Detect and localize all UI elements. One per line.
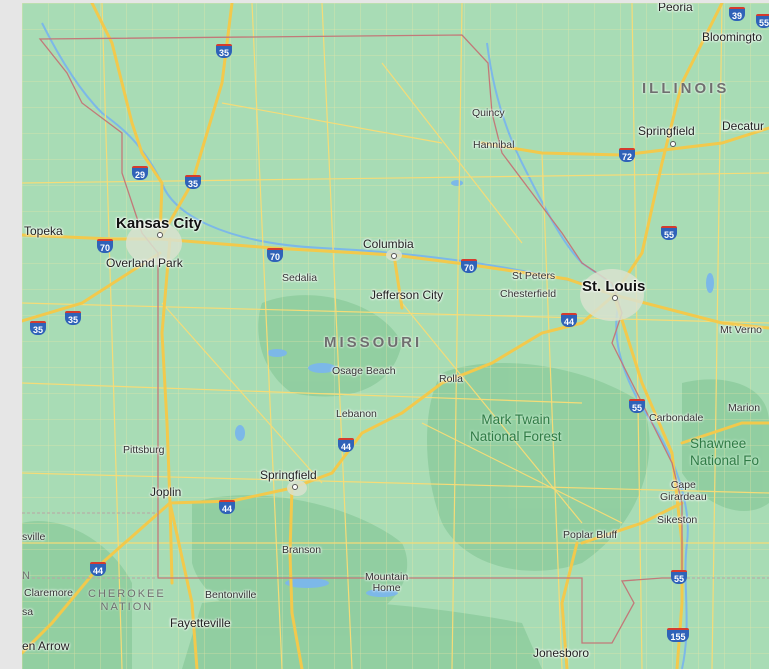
city-label-rolla[interactable]: Rolla <box>439 373 463 385</box>
city-label-jefferson-city[interactable]: Jefferson City <box>370 288 444 302</box>
city-label-springfield-il[interactable]: Springfield <box>638 124 695 138</box>
state-label-edge-n: N <box>22 570 32 582</box>
interstate-shield-i35-kc[interactable]: 35 <box>185 175 201 189</box>
interstate-shield-i55-top[interactable]: 55 <box>756 14 769 28</box>
city-label-sedalia[interactable]: Sedalia <box>282 272 318 284</box>
lakes <box>235 180 714 597</box>
city-label-lebanon[interactable]: Lebanon <box>336 408 377 420</box>
city-label-mountain-home[interactable]: Mountain Home <box>365 571 409 594</box>
interstate-shield-i35-north[interactable]: 35 <box>216 44 232 58</box>
city-dot-springfield-il <box>670 141 676 147</box>
city-dot-kansas-city <box>157 232 163 238</box>
interstate-shield-i35-south-b[interactable]: 35 <box>65 311 81 325</box>
interstate-shield-i29[interactable]: 29 <box>132 166 148 180</box>
forest-label-mark-twain: Mark Twain National Forest <box>470 412 562 444</box>
city-label-springfield-mo[interactable]: Springfield <box>260 468 317 482</box>
interstate-shield-i70-mid[interactable]: 70 <box>267 248 283 262</box>
city-label-cape-girardeau[interactable]: Cape Girardeau <box>660 479 707 503</box>
city-label-bloomington[interactable]: Bloomingto <box>702 30 763 44</box>
interstate-shield-i55-il[interactable]: 55 <box>661 226 677 240</box>
interstate-shield-i44-stl[interactable]: 44 <box>561 313 577 327</box>
interstate-shield-i44-ok[interactable]: 44 <box>90 562 106 576</box>
city-label-hannibal[interactable]: Hannibal <box>473 139 515 151</box>
city-label-peoria[interactable]: Peoria <box>658 3 693 14</box>
interstate-shield-i155[interactable]: 155 <box>667 628 689 642</box>
region-label-cherokee-nation: CHEROKEE NATION <box>88 588 166 613</box>
city-label-overland-park[interactable]: Overland Park <box>106 256 183 270</box>
interstate-shield-i44-lebanon[interactable]: 44 <box>338 438 354 452</box>
forest-label-shawnee: Shawnee National Fo <box>690 436 760 468</box>
city-dot-springfield-mo <box>292 484 298 490</box>
interstate-shield-i70-west[interactable]: 70 <box>97 239 113 253</box>
city-label-joplin[interactable]: Joplin <box>150 485 182 499</box>
city-label-mt-vernon[interactable]: Mt Verno <box>720 324 763 336</box>
interstate-shield-i55-south[interactable]: 55 <box>629 399 645 413</box>
interstate-shield-i55-bootheel[interactable]: 55 <box>671 570 687 584</box>
state-label-missouri: MISSOURI <box>324 334 423 351</box>
city-dot-columbia <box>391 253 397 259</box>
map-canvas[interactable]: MISSOURI ILLINOIS CHEROKEE NATION N Mark… <box>22 3 769 669</box>
interstate-shield-i39[interactable]: 39 <box>729 7 745 21</box>
city-label-jonesboro[interactable]: Jonesboro <box>533 646 590 660</box>
city-label-branson[interactable]: Branson <box>282 544 322 556</box>
city-label-bentonville[interactable]: Bentonville <box>205 589 257 601</box>
city-label-chesterfield[interactable]: Chesterfield <box>500 288 557 300</box>
city-dot-st-louis <box>612 295 618 301</box>
city-label-carbondale[interactable]: Carbondale <box>649 412 704 424</box>
major-roads <box>22 3 769 669</box>
city-label-quincy[interactable]: Quincy <box>472 107 505 119</box>
city-label-st-louis[interactable]: St. Louis <box>582 278 646 295</box>
map-base-layer <box>22 3 769 669</box>
secondary-roads <box>22 3 769 669</box>
interstate-shield-i35-south-a[interactable]: 35 <box>30 321 46 335</box>
interstate-shield-i44-joplin[interactable]: 44 <box>219 500 235 514</box>
city-label-kansas-city[interactable]: Kansas City <box>116 215 202 232</box>
city-label-pittsburg[interactable]: Pittsburg <box>123 444 165 456</box>
interstate-shield-i70-east[interactable]: 70 <box>461 259 477 273</box>
city-label-decatur[interactable]: Decatur <box>722 119 765 133</box>
city-label-edge-sa[interactable]: sa <box>22 606 34 618</box>
city-label-marion[interactable]: Marion <box>728 402 761 414</box>
city-label-osage-beach[interactable]: Osage Beach <box>332 365 396 377</box>
state-borders <box>22 512 769 579</box>
city-label-edge-arrow[interactable]: en Arrow <box>22 639 70 653</box>
city-label-edge-ville[interactable]: sville <box>22 531 46 543</box>
city-label-poplar-bluff[interactable]: Poplar Bluff <box>563 529 618 541</box>
city-label-topeka[interactable]: Topeka <box>24 224 63 238</box>
state-label-illinois: ILLINOIS <box>642 80 730 97</box>
interstate-shield-i72[interactable]: 72 <box>619 148 635 162</box>
city-label-columbia[interactable]: Columbia <box>363 237 414 251</box>
city-label-sikeston[interactable]: Sikeston <box>657 514 698 526</box>
city-label-st-peters[interactable]: St Peters <box>512 270 556 282</box>
city-label-fayetteville[interactable]: Fayetteville <box>170 616 231 630</box>
city-label-claremore[interactable]: Claremore <box>24 587 74 599</box>
